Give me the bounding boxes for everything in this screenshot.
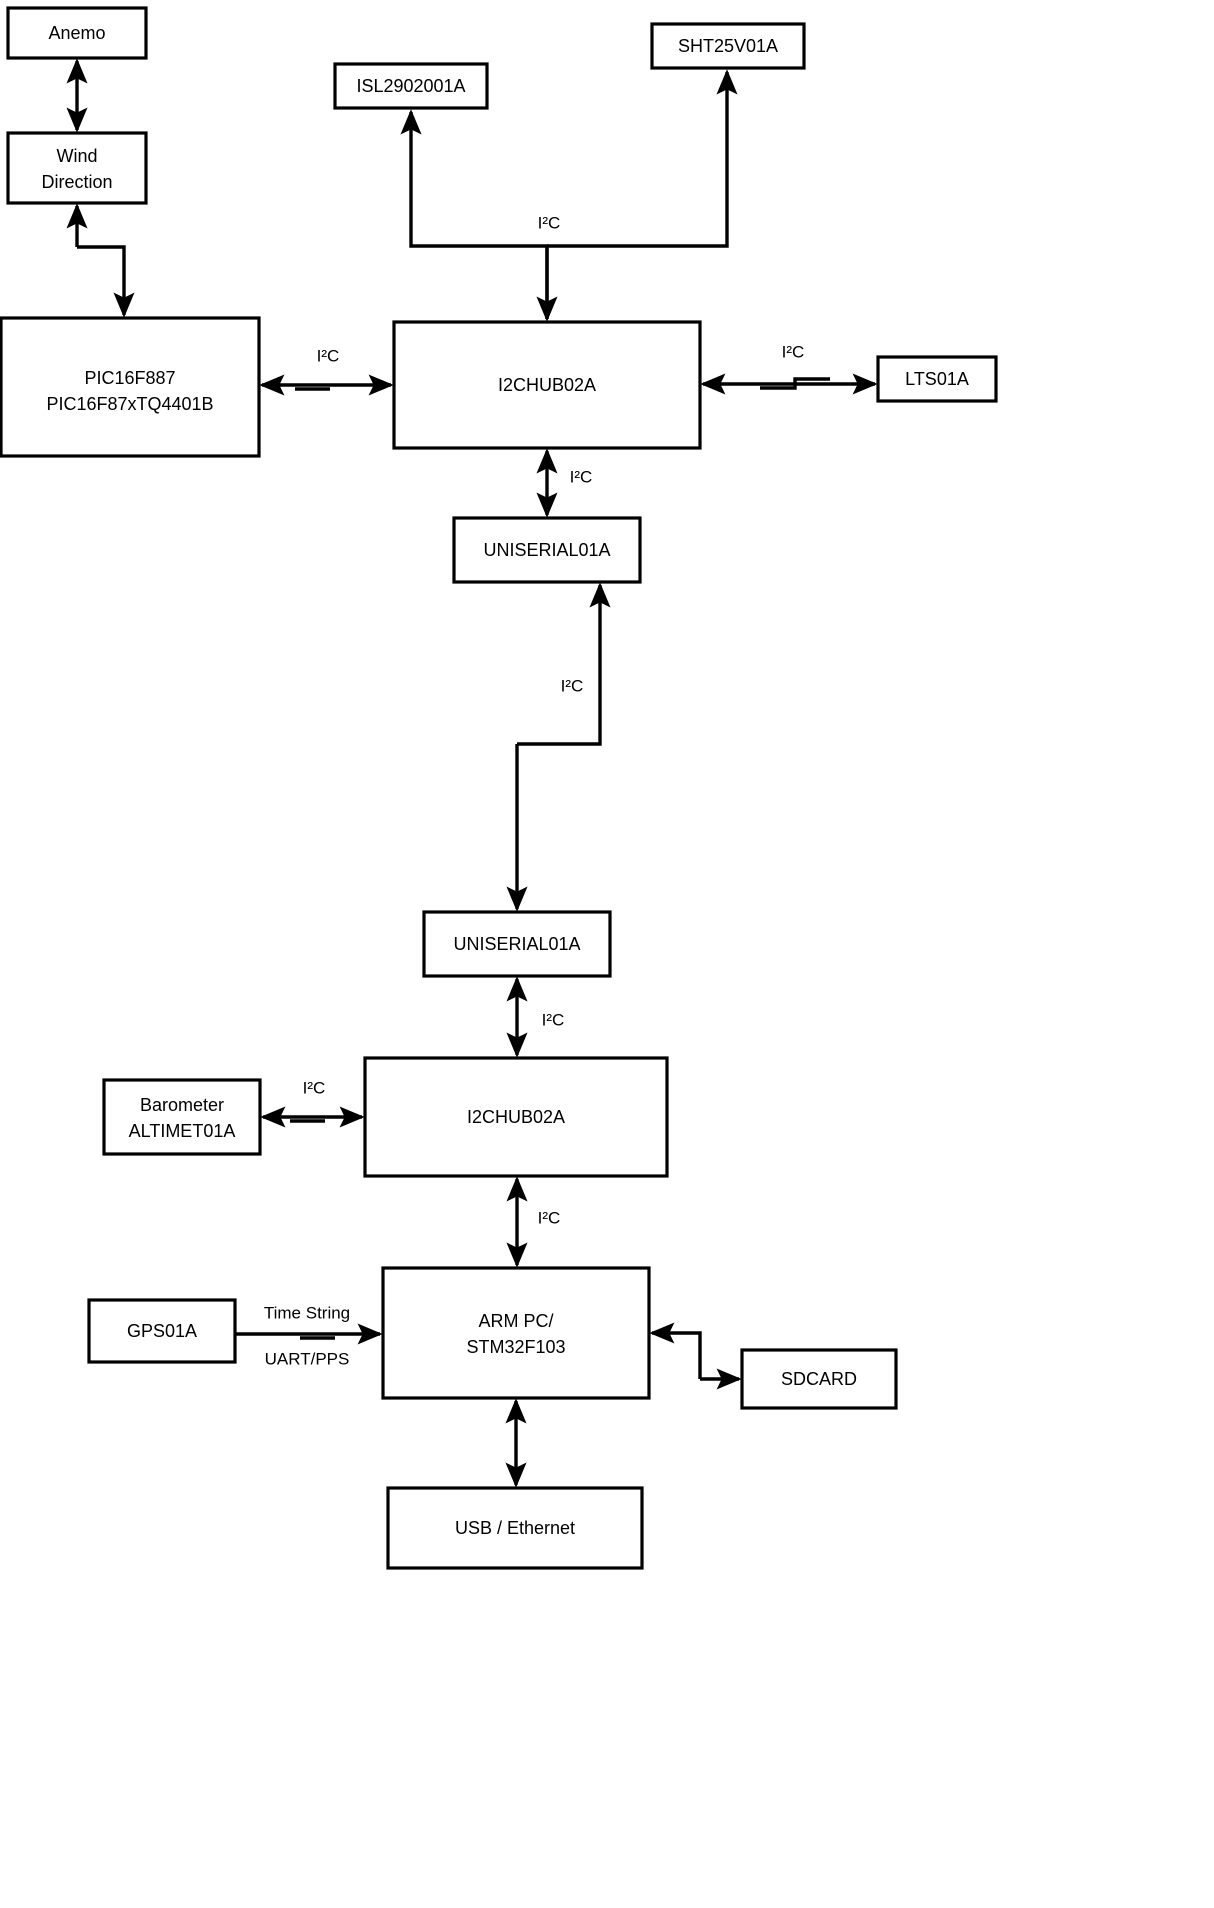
node-anemo-box[interactable] [6, 6, 148, 60]
edge-label-i2c-hub-uniserial1: I²C [570, 467, 593, 486]
node-usb-ethernet-label: USB / Ethernet [455, 1518, 575, 1538]
node-barometer-box[interactable] [102, 1078, 262, 1156]
connector-sdcard-to-arm [649, 1322, 702, 1379]
node-arm-pc[interactable]: ARM PC/ STM32F103 [381, 1266, 651, 1400]
node-uniserial01a-1-box[interactable] [452, 516, 642, 584]
node-gps01a-label: GPS01A [127, 1321, 197, 1341]
node-sht25v01a-label: SHT25V01A [678, 36, 778, 56]
connector-i2chub-top-to-lts-jog [760, 377, 830, 390]
nodes-layer: Anemo Wind Direction PIC16F887 PIC16F87x… [0, 6, 998, 1570]
node-wind-direction-box[interactable] [6, 131, 148, 205]
node-isl2902001a-box[interactable] [333, 62, 489, 110]
node-i2chub02a-bottom-box[interactable] [363, 1056, 669, 1178]
edge-label-i2c-barometer-hub: I²C [303, 1078, 326, 1097]
node-arm-pc-label-line2: STM32F103 [466, 1337, 565, 1357]
edge-label-i2c-hub-arm: I²C [538, 1208, 561, 1227]
node-pic16f887-label-line1: PIC16F887 [84, 368, 175, 388]
node-arm-pc-label-line1: ARM PC/ [478, 1311, 553, 1331]
node-i2chub02a-bottom-label: I2CHUB02A [467, 1107, 565, 1127]
node-i2chub02a-top[interactable]: I2CHUB02A [392, 320, 702, 450]
node-sdcard-label: SDCARD [781, 1369, 857, 1389]
edge-label-uart-pps: UART/PPS [265, 1349, 350, 1368]
edge-label-time-string: Time String [264, 1303, 350, 1322]
connections-layer [66, 58, 878, 1488]
node-uniserial01a-1-label: UNISERIAL01A [483, 540, 610, 560]
node-sht25v01a[interactable]: SHT25V01A [650, 22, 806, 70]
node-arm-pc-box[interactable] [381, 1266, 651, 1400]
node-usb-ethernet[interactable]: USB / Ethernet [386, 1486, 644, 1570]
node-lts01a[interactable]: LTS01A [876, 355, 998, 403]
node-i2chub02a-top-box[interactable] [392, 320, 702, 450]
connector-i2chub-top-to-isl [400, 109, 549, 319]
node-barometer-label-line2: ALTIMET01A [129, 1121, 236, 1141]
node-lts01a-box[interactable] [876, 355, 998, 403]
node-gps01a[interactable]: GPS01A [87, 1298, 237, 1364]
node-isl2902001a[interactable]: ISL2902001A [333, 62, 489, 110]
node-gps01a-box[interactable] [87, 1298, 237, 1364]
edge-label-i2c-uniserial1-uniserial2: I²C [561, 676, 584, 695]
node-i2chub02a-top-label: I2CHUB02A [498, 375, 596, 395]
node-sdcard-box[interactable] [740, 1348, 898, 1410]
node-i2chub02a-bottom[interactable]: I2CHUB02A [363, 1056, 669, 1178]
node-isl2902001a-label: ISL2902001A [356, 76, 465, 96]
node-usb-ethernet-box[interactable] [386, 1486, 644, 1570]
node-anemo[interactable]: Anemo [6, 6, 148, 60]
edge-label-i2c-hub-lts: I²C [782, 342, 805, 361]
node-wind-direction-label-line1: Wind [56, 146, 97, 166]
node-barometer-label-line1: Barometer [140, 1095, 224, 1115]
connector-wind-to-pic [77, 245, 135, 318]
node-lts01a-label: LTS01A [905, 369, 969, 389]
edge-label-i2c-uniserial2-hub: I²C [542, 1010, 565, 1029]
node-uniserial01a-2[interactable]: UNISERIAL01A [422, 910, 612, 978]
edge-labels-layer: I²C I²C I²C I²C I²C I²C I²C I²C Time Str… [264, 213, 804, 1368]
node-uniserial01a-2-box[interactable] [422, 910, 612, 978]
node-anemo-label: Anemo [48, 23, 105, 43]
connector-i2chub-top-to-sht [547, 69, 738, 248]
edge-label-i2c-hub-top-bus: I²C [538, 213, 561, 232]
node-sdcard[interactable]: SDCARD [740, 1348, 898, 1410]
node-wind-direction-label-line2: Direction [41, 172, 112, 192]
node-pic16f887-box[interactable] [0, 316, 261, 458]
node-pic16f887-label-line2: PIC16F87xTQ4401B [46, 394, 213, 414]
edge-label-i2c-pic-hub: I²C [317, 346, 340, 365]
node-uniserial01a-1[interactable]: UNISERIAL01A [452, 516, 642, 584]
node-sht25v01a-box[interactable] [650, 22, 806, 70]
node-barometer[interactable]: Barometer ALTIMET01A [102, 1078, 262, 1156]
node-uniserial01a-2-label: UNISERIAL01A [453, 934, 580, 954]
node-pic16f887[interactable]: PIC16F887 PIC16F87xTQ4401B [0, 316, 261, 458]
connector-uniserial-2-to-uniserial-1 [517, 582, 611, 746]
node-wind-direction[interactable]: Wind Direction [6, 131, 148, 205]
